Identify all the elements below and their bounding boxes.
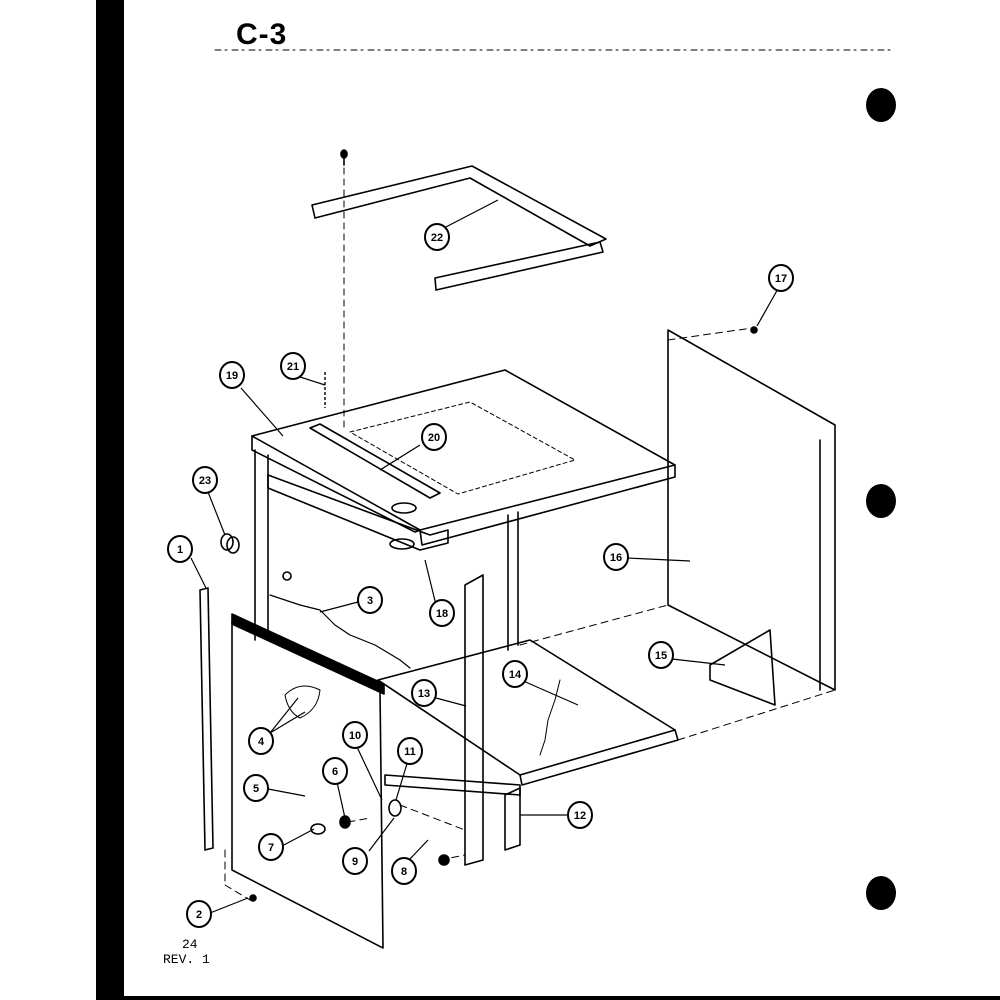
callout-10: 10 bbox=[342, 721, 368, 749]
construction-lines bbox=[224, 327, 836, 901]
svg-text:12: 12 bbox=[574, 810, 586, 822]
top-strip-part-20 bbox=[309, 423, 441, 499]
svg-text:7: 7 bbox=[268, 842, 274, 854]
callout-9: 9 bbox=[342, 847, 368, 875]
svg-text:3: 3 bbox=[367, 595, 373, 607]
side-panel-part-16 bbox=[667, 329, 836, 691]
callout-15: 15 bbox=[648, 641, 674, 669]
cabinet-left-frame bbox=[254, 449, 519, 651]
revision-label: REV. 1 bbox=[163, 952, 210, 967]
callout-4: 4 bbox=[248, 727, 274, 755]
callout-11: 11 bbox=[397, 737, 423, 765]
binder-hole-bottom bbox=[866, 876, 896, 910]
callout-21: 21 bbox=[280, 352, 306, 380]
svg-text:4: 4 bbox=[258, 736, 265, 748]
svg-text:17: 17 bbox=[775, 273, 787, 285]
insulation-part-3 bbox=[269, 594, 411, 669]
callout-16: 16 bbox=[603, 543, 629, 571]
svg-text:20: 20 bbox=[428, 432, 440, 444]
page-title: C-3 bbox=[236, 18, 288, 51]
top-panel-part-19 bbox=[251, 369, 676, 546]
bracket-part-12 bbox=[504, 787, 521, 851]
callout-group: 1 2 3 4 5 6 7 8 9 10 11 12 13 14 15 16 1… bbox=[167, 223, 794, 928]
svg-text:11: 11 bbox=[404, 746, 416, 758]
svg-text:22: 22 bbox=[431, 232, 443, 244]
svg-text:8: 8 bbox=[401, 866, 407, 878]
callout-13: 13 bbox=[411, 679, 437, 707]
callout-20: 20 bbox=[421, 423, 447, 451]
callout-2: 2 bbox=[186, 900, 212, 928]
svg-text:2: 2 bbox=[196, 909, 202, 921]
callout-7: 7 bbox=[258, 833, 284, 861]
svg-text:1: 1 bbox=[177, 544, 183, 556]
svg-text:15: 15 bbox=[655, 650, 667, 662]
left-strip-part-1 bbox=[199, 587, 214, 851]
svg-text:9: 9 bbox=[352, 856, 358, 868]
callout-18: 18 bbox=[429, 599, 455, 627]
svg-text:21: 21 bbox=[287, 361, 299, 373]
scan-border-left bbox=[96, 0, 124, 1000]
callout-23: 23 bbox=[192, 466, 218, 494]
svg-text:19: 19 bbox=[226, 370, 238, 382]
scan-border-bottom bbox=[96, 996, 1000, 1000]
callout-17: 17 bbox=[768, 264, 794, 292]
binder-hole-top bbox=[866, 88, 896, 122]
callout-6: 6 bbox=[322, 757, 348, 785]
base-pan-part-14 bbox=[377, 639, 679, 786]
svg-text:13: 13 bbox=[418, 688, 430, 700]
svg-text:16: 16 bbox=[610, 552, 622, 564]
callout-8: 8 bbox=[391, 857, 417, 885]
callout-14: 14 bbox=[502, 660, 528, 688]
callout-19: 19 bbox=[219, 361, 245, 389]
door-hardware bbox=[249, 326, 758, 902]
svg-text:6: 6 bbox=[332, 766, 338, 778]
side-insulation-part-15 bbox=[709, 629, 776, 706]
svg-text:18: 18 bbox=[436, 608, 448, 620]
top-frame-part-22 bbox=[311, 165, 607, 291]
plug-part-23 bbox=[220, 533, 240, 554]
callout-5: 5 bbox=[243, 774, 269, 802]
binder-hole-middle bbox=[866, 484, 896, 518]
leader-lines bbox=[190, 199, 780, 914]
svg-text:23: 23 bbox=[199, 475, 211, 487]
top-screw bbox=[340, 149, 348, 431]
bottom-rail bbox=[384, 774, 521, 796]
vertical-post-part-13 bbox=[464, 574, 484, 866]
callout-12: 12 bbox=[567, 801, 593, 829]
page-number: 24 bbox=[182, 937, 198, 952]
svg-text:14: 14 bbox=[509, 669, 522, 681]
front-door-panel-part-5 bbox=[231, 613, 385, 949]
svg-text:5: 5 bbox=[253, 783, 259, 795]
callout-22: 22 bbox=[424, 223, 450, 251]
svg-text:10: 10 bbox=[349, 730, 361, 742]
callout-3: 3 bbox=[357, 586, 383, 614]
callout-1: 1 bbox=[167, 535, 193, 563]
